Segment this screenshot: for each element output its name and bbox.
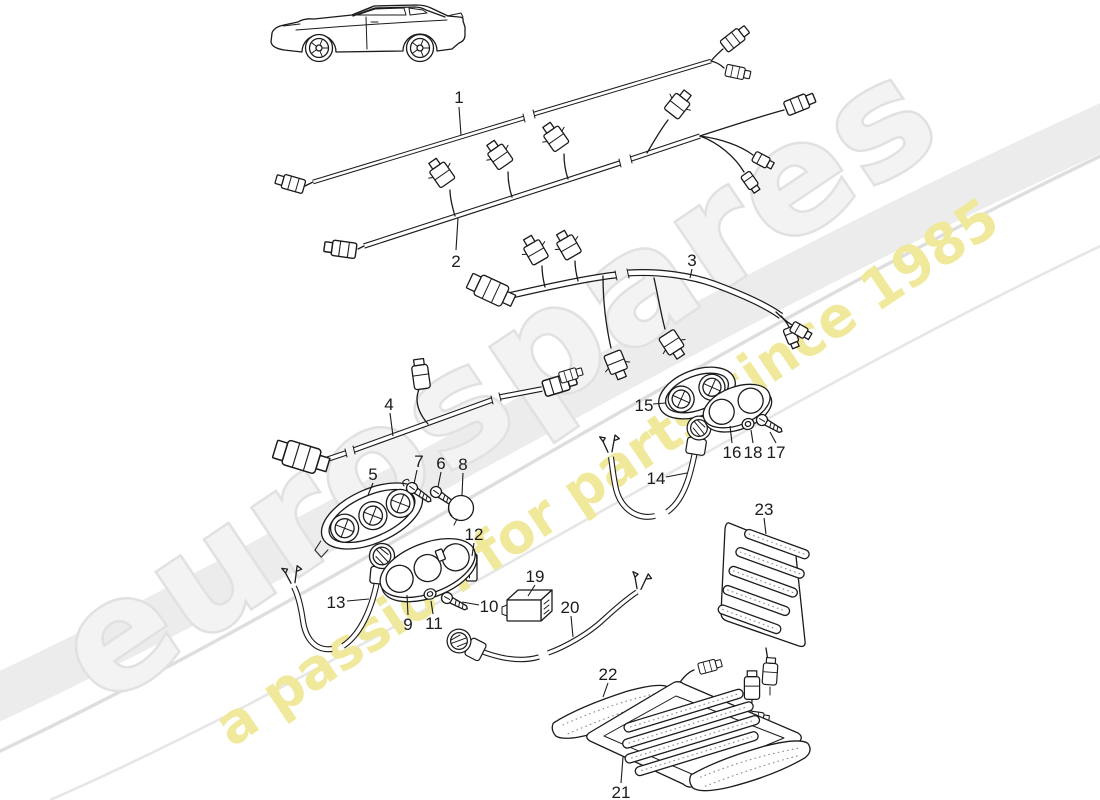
- part-number-18: 18: [744, 443, 763, 462]
- round-connector-icon: [442, 624, 489, 665]
- part-number-10: 10: [480, 597, 499, 616]
- leader-line-part-11: [430, 600, 434, 615]
- switch-knob: [667, 385, 695, 413]
- switch-connector-icon: [479, 134, 518, 174]
- part-number-17: 17: [767, 443, 786, 462]
- relay-19: [501, 589, 553, 622]
- switch-connector-icon: [421, 152, 460, 192]
- watermark-swoosh-band: [0, 103, 1100, 722]
- leader-line-part-10: [461, 601, 480, 606]
- switch-unit-triple: [314, 482, 424, 558]
- gasket-16: [702, 383, 773, 433]
- gasket-9: [379, 537, 478, 603]
- part-number-13: 13: [327, 593, 346, 612]
- switch-connector-icon: [535, 116, 574, 156]
- part-number-6: 6: [436, 454, 445, 473]
- part-number-7: 7: [414, 452, 423, 471]
- leader-line-part-17: [769, 431, 777, 444]
- harness-2: [322, 84, 818, 260]
- leader-line-part-22: [602, 682, 609, 698]
- leader-line-part-15: [652, 402, 667, 405]
- harness-3: [464, 225, 814, 384]
- part-number-4: 4: [384, 395, 393, 414]
- wire-end-icon: [629, 570, 653, 592]
- part-number-12: 12: [465, 525, 484, 544]
- switch-knob: [385, 488, 415, 519]
- leader-line-part-9: [406, 594, 409, 616]
- part-number-11: 11: [425, 614, 443, 633]
- connector-plug-icon: [724, 63, 752, 82]
- connector-plug-icon: [322, 238, 358, 260]
- part-number-9: 9: [403, 615, 412, 634]
- cable-14: [598, 413, 714, 520]
- connector-plug-icon: [743, 670, 761, 701]
- part-number-20: 20: [561, 598, 580, 617]
- harness-1: [273, 22, 752, 195]
- leader-line-part-13: [346, 598, 370, 602]
- part-number-2: 2: [451, 252, 460, 271]
- part-number-16: 16: [723, 443, 742, 462]
- watermark-swoosh-edge-upper: [0, 154, 1100, 753]
- leader-line-part-4: [389, 412, 394, 437]
- car-rear-wheel: [405, 33, 435, 63]
- car-front-wheel: [304, 33, 334, 63]
- part-number-21: 21: [612, 783, 631, 800]
- part-number-22: 22: [599, 665, 618, 684]
- part-number-3: 3: [687, 251, 696, 270]
- harness-4: [270, 357, 585, 478]
- cable-20: [442, 570, 653, 665]
- part-number-15: 15: [635, 396, 654, 415]
- leader-line-part-20: [570, 615, 574, 638]
- part-number-5: 5: [368, 465, 377, 484]
- cap-8: [447, 494, 475, 526]
- connector-plug-icon: [719, 22, 752, 54]
- screw-17-icon: [753, 411, 786, 437]
- part-number-8: 8: [458, 455, 467, 474]
- leader-line-part-2: [455, 217, 459, 251]
- backrest-heater-element: [717, 522, 810, 696]
- watermark-brand-text: eurospares: [26, 23, 969, 738]
- leader-line-part-18: [750, 429, 754, 444]
- leader-line-part-7: [413, 469, 418, 485]
- seat-cushion-assembly: [551, 657, 811, 792]
- leader-line-part-19: [527, 584, 536, 597]
- switch-knob: [329, 513, 360, 543]
- part-number-1: 1: [454, 88, 463, 107]
- leader-line-part-21: [620, 756, 624, 784]
- cable-13: [281, 541, 397, 653]
- connector-plug-icon: [761, 656, 779, 686]
- leader-line-part-16: [729, 425, 733, 444]
- leader-line-part-23: [763, 517, 767, 535]
- leader-line-part-8: [461, 472, 464, 496]
- part-number-19: 19: [526, 567, 545, 586]
- connector-plug-icon: [273, 171, 307, 195]
- watermark-swoosh-edge-lower: [49, 244, 1100, 800]
- leader-line-part-1: [458, 106, 462, 136]
- leader-line-part-14: [665, 472, 688, 478]
- leader-line-part-3: [689, 268, 693, 279]
- leader-line-part-5: [367, 482, 374, 496]
- car-illustration: [270, 4, 466, 63]
- leader-line-part-12: [471, 542, 475, 557]
- part-number-23: 23: [755, 500, 774, 519]
- seat-bolster-right: [689, 740, 811, 792]
- switch-knob: [358, 500, 388, 531]
- part-number-14: 14: [647, 469, 666, 488]
- switch-connector-icon: [660, 84, 699, 123]
- connector-plug-icon: [697, 657, 724, 675]
- leader-line-part-6: [437, 471, 442, 488]
